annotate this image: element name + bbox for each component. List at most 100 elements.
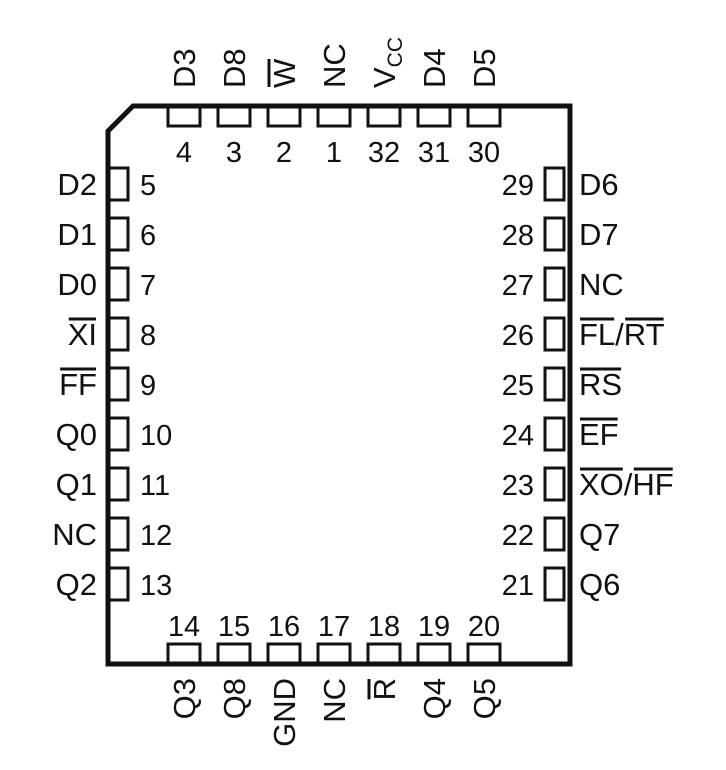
pin-number: 31 xyxy=(418,137,450,169)
pin-number: 15 xyxy=(218,611,250,643)
pin-pad xyxy=(543,316,566,352)
pin-number: 28 xyxy=(502,220,534,252)
pin-number: 2 xyxy=(276,137,292,169)
pin-6: 6D1 xyxy=(57,216,156,252)
pin-number: 1 xyxy=(326,137,342,169)
pin-name-fl-rt: FL/RT xyxy=(579,317,665,352)
pin-4: 4 D3 xyxy=(166,48,202,169)
pin-number: 24 xyxy=(502,420,534,452)
pin-label: D4 xyxy=(417,48,452,88)
pin-pad xyxy=(166,105,202,128)
pin-pad xyxy=(466,642,502,665)
pin-pad xyxy=(266,642,302,665)
pin-23: 23 XO/HF xyxy=(502,466,674,502)
pin-3: 3 D8 xyxy=(216,48,252,169)
pin-pad xyxy=(543,466,566,502)
pin-name-d7: D7 xyxy=(579,217,619,252)
pin-number: 32 xyxy=(368,137,400,169)
pin-pad xyxy=(366,105,402,128)
pin-name-d3: D3 xyxy=(167,48,202,88)
package-outline xyxy=(105,103,573,667)
pin-pad xyxy=(107,416,130,452)
pin-number: 14 xyxy=(168,611,200,643)
pin-number: 29 xyxy=(502,170,534,202)
pin-name-ef: EF xyxy=(579,417,619,452)
pin-number: 7 xyxy=(140,270,156,302)
pin-pad xyxy=(543,416,566,452)
pin-name-vcc: VCC xyxy=(367,37,407,88)
pin-24: 24 EF xyxy=(502,416,619,452)
pin-pad xyxy=(466,105,502,128)
pin-pad xyxy=(107,166,130,202)
pin-number: 27 xyxy=(502,270,534,302)
pin-pad xyxy=(107,466,130,502)
pin-name-q7: Q7 xyxy=(579,517,620,552)
pin-5: 5D2 xyxy=(57,166,156,202)
pin-18: 18R xyxy=(366,611,402,700)
pin-30: 30 D5 xyxy=(466,48,502,169)
pin-name-q6: Q6 xyxy=(579,567,620,602)
pin-pad xyxy=(543,266,566,302)
pin-pad xyxy=(107,366,130,402)
pin-name-nc: NC xyxy=(52,517,97,552)
pin-pad xyxy=(107,266,130,302)
pin-pad xyxy=(366,642,402,665)
pin-number: 9 xyxy=(140,370,156,402)
pin-label: GND xyxy=(267,678,302,747)
pin-name-xi: XI xyxy=(68,317,97,352)
pin-name-q4: Q4 xyxy=(417,678,452,719)
pin-pad xyxy=(316,642,352,665)
pin-pad xyxy=(266,105,302,128)
pin-name-d5: D5 xyxy=(467,48,502,88)
pin-name-r: R xyxy=(367,678,402,700)
pin-pad xyxy=(166,642,202,665)
pin-number: 3 xyxy=(226,137,242,169)
pin-number: 4 xyxy=(176,137,192,169)
pin-label: Q5 xyxy=(467,678,502,719)
pin-name-q3: Q3 xyxy=(167,678,202,719)
pin-label: NC xyxy=(317,678,352,723)
pin-pad xyxy=(107,316,130,352)
pin-name-d2: D2 xyxy=(57,167,97,202)
pin-number: 30 xyxy=(468,137,500,169)
pin-label: R xyxy=(367,678,402,700)
pin-pad xyxy=(316,105,352,128)
pin-pad xyxy=(543,566,566,602)
pin-28: 28 D7 xyxy=(502,216,619,252)
pin-name-d4: D4 xyxy=(417,48,452,88)
pin-name-w: W xyxy=(267,58,302,88)
pin-number: 19 xyxy=(418,611,450,643)
pin-pad xyxy=(107,566,130,602)
pin-number: 16 xyxy=(268,611,300,643)
pin-pad xyxy=(543,216,566,252)
pin-label: NC xyxy=(317,43,352,88)
pin-pad xyxy=(416,105,452,128)
pin-name-d8: D8 xyxy=(217,48,252,88)
pin-number: 18 xyxy=(368,611,400,643)
pin-2: 2W xyxy=(266,58,302,169)
pin-name-q1: Q1 xyxy=(56,467,97,502)
pin-number: 13 xyxy=(140,570,172,602)
pin-number: 10 xyxy=(140,420,172,452)
pin-1: 1 NC xyxy=(316,43,352,169)
pin-name-xo-hf: XO/HF xyxy=(579,467,674,502)
pin-31: 31 D4 xyxy=(416,48,452,169)
pin-name-gnd: GND xyxy=(267,678,302,747)
pin-number: 23 xyxy=(502,470,534,502)
pin-number: 20 xyxy=(468,611,500,643)
pin-7: 7D0 xyxy=(57,266,156,302)
pin-9: 9FF xyxy=(59,366,156,402)
pin-pad xyxy=(107,216,130,252)
